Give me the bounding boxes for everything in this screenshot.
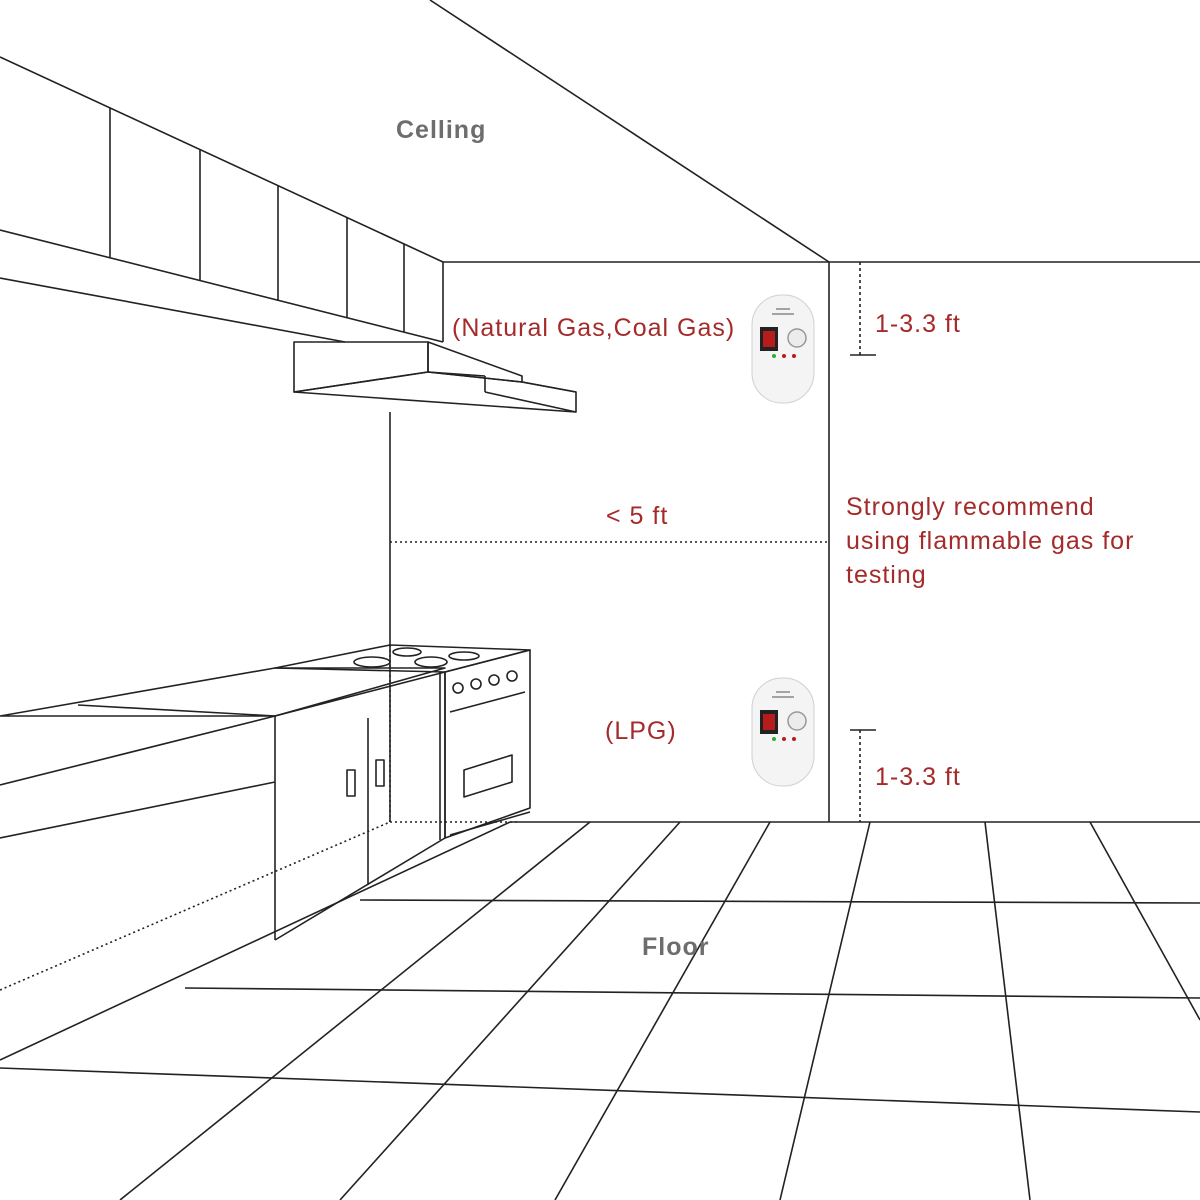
counter-cabinets — [0, 667, 446, 941]
upper-cabinets — [0, 108, 444, 343]
bottom-distance-label: 1-3.3 ft — [875, 763, 961, 791]
recommendation-note: Strongly recommend using flammable gas f… — [846, 493, 1135, 589]
top-dimension-marker — [850, 262, 876, 356]
bottom-dimension-marker — [850, 729, 876, 822]
floor-label: Floor — [642, 933, 710, 961]
stove — [274, 644, 531, 839]
hidden-edges — [0, 541, 829, 991]
floor-grid — [0, 821, 1200, 1200]
lpg-label: (LPG) — [605, 717, 677, 745]
horizontal-distance-label: < 5 ft — [606, 502, 669, 530]
room-structure — [0, 0, 1200, 822]
natural-gas-label: (Natural Gas,Coal Gas) — [452, 314, 736, 342]
range-hood — [293, 341, 577, 413]
ceiling-label: Celling — [396, 116, 487, 144]
top-distance-label: 1-3.3 ft — [875, 310, 961, 338]
gas-detector-icon — [751, 294, 815, 404]
gas-detector-icon — [751, 677, 815, 787]
